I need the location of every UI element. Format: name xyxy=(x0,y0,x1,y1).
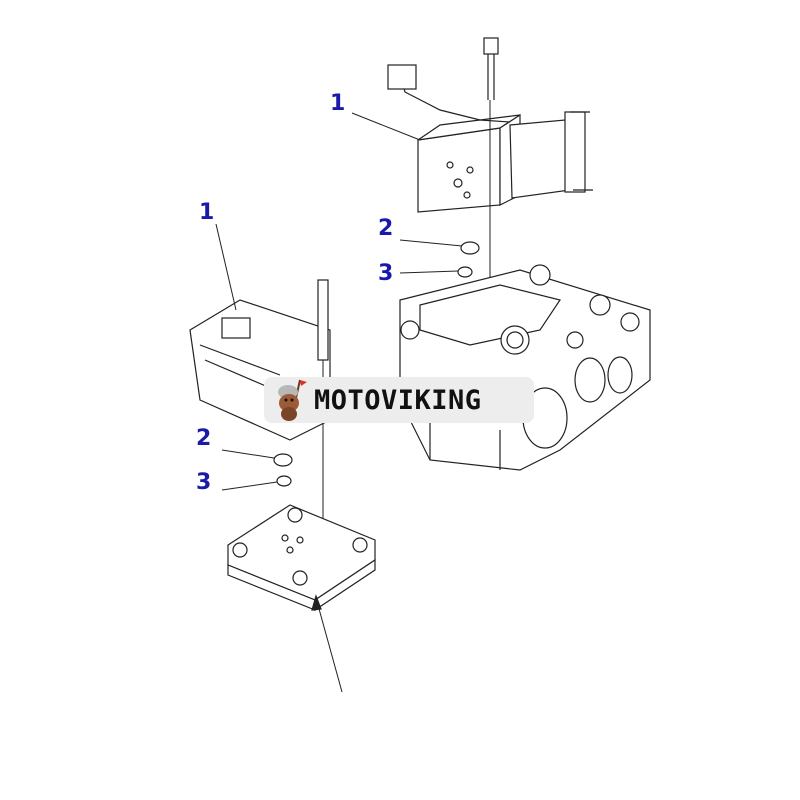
callout-2-upper: 2 xyxy=(378,216,394,241)
watermark-text: MOTOVIKING xyxy=(314,384,482,416)
viking-mascot-icon xyxy=(278,379,307,421)
callout-2-lower: 2 xyxy=(196,426,212,451)
base-plate xyxy=(227,504,376,612)
valve-body xyxy=(399,264,651,471)
callout-1-lower: 1 xyxy=(199,200,215,225)
upper-solenoid xyxy=(387,37,593,340)
callout-1-upper: 1 xyxy=(330,91,346,116)
callout-3-upper: 3 xyxy=(378,261,394,286)
watermark-logo: MOTOVIKING xyxy=(264,377,534,423)
callout-3-lower: 3 xyxy=(196,470,212,495)
